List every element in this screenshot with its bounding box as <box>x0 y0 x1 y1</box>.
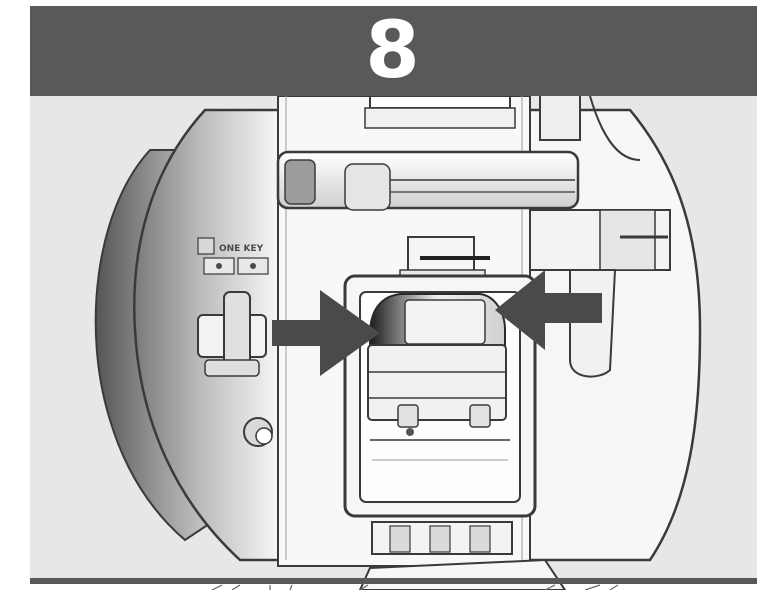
battery-pack <box>367 293 507 436</box>
brand-label: ONE KEY <box>219 244 264 254</box>
step-header: 8 <box>30 6 757 96</box>
step-header-bg <box>30 6 757 96</box>
side-latch <box>197 291 267 377</box>
arrow-left-icon <box>495 270 602 350</box>
step-number: 8 <box>365 6 422 96</box>
knob <box>243 417 273 447</box>
carry-handle <box>276 150 580 211</box>
control-panel: ONE KEY <box>197 237 269 275</box>
bottom-bar <box>30 578 757 584</box>
right-bracket <box>529 209 671 271</box>
arrow-right-icon <box>272 290 380 376</box>
